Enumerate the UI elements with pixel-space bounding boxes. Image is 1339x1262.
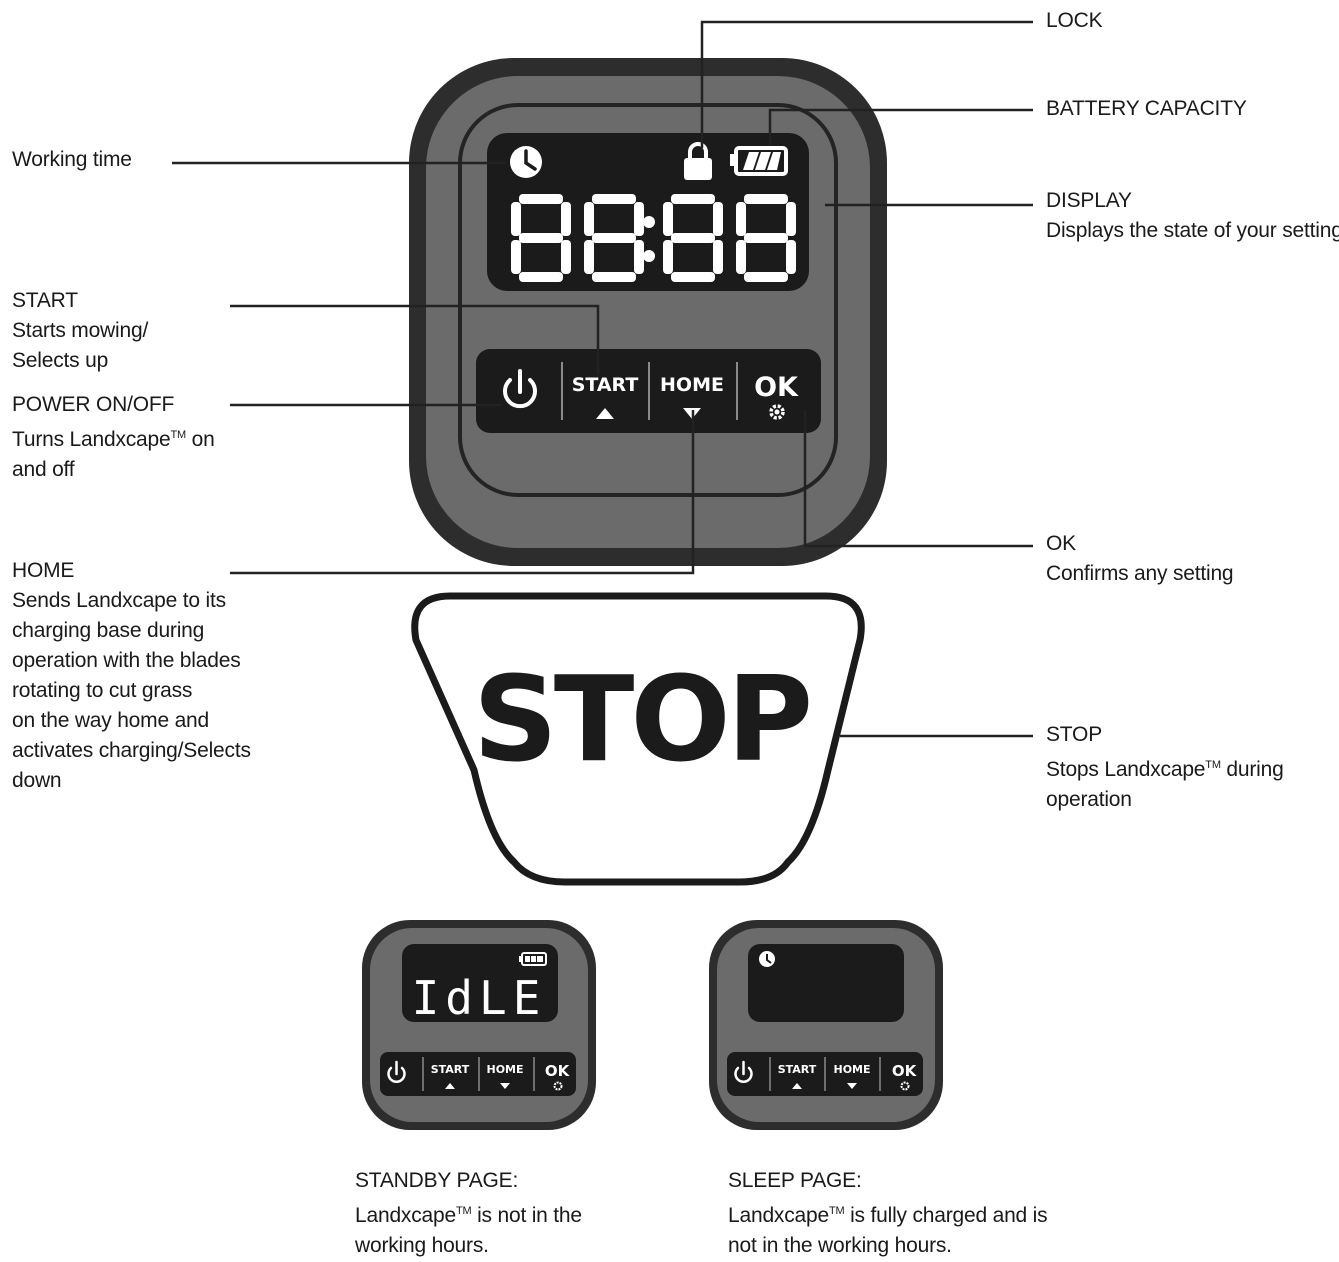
- sleep-home-button[interactable]: HOME: [833, 1063, 871, 1089]
- display-callout: DISPLAY Displays the state of your setti…: [1046, 186, 1339, 246]
- power-desc-line: Turns LandxcapeTM on: [12, 428, 215, 451]
- keypad: [476, 349, 821, 433]
- power-icon: [387, 1060, 406, 1083]
- power-desc-line: and off: [12, 458, 75, 481]
- gear-icon: [553, 1081, 563, 1091]
- standby-panel: IdLE: [362, 920, 596, 1130]
- sleep-ok-button[interactable]: OK: [892, 1062, 918, 1091]
- power-callout: POWER ON/OFF Turns LandxcapeTM on and of…: [12, 390, 215, 485]
- display-desc: Displays the state of your setting: [1046, 219, 1339, 242]
- sleep-ok-key-label: OK: [892, 1062, 918, 1080]
- power-title: POWER ON/OFF: [12, 393, 175, 416]
- battery-icon: [519, 952, 547, 966]
- home-callout: HOME Sends Landxcape to its charging bas…: [12, 556, 251, 796]
- battery-callout: BATTERY CAPACITY: [1046, 94, 1247, 124]
- standby-ok-button[interactable]: OK: [545, 1062, 571, 1091]
- ok-callout: OK Confirms any setting: [1046, 529, 1234, 589]
- stop-callout: STOP Stops LandxcapeTM during operation: [1046, 720, 1284, 815]
- lock-callout: LOCK: [1046, 6, 1103, 36]
- battery-title: BATTERY CAPACITY: [1046, 97, 1247, 120]
- home-title: HOME: [12, 559, 75, 582]
- ok-key-label: OK: [754, 372, 799, 403]
- start-key-label: START: [572, 374, 639, 396]
- leader-battery: [768, 108, 1033, 145]
- sleep-power-button[interactable]: [734, 1060, 753, 1083]
- leader-lock: [700, 20, 1033, 148]
- ok-desc: Confirms any setting: [1046, 562, 1234, 585]
- standby-home-button[interactable]: HOME: [486, 1063, 524, 1089]
- sleep-caption: SLEEP PAGE: LandxcapeTM is fully charged…: [728, 1166, 1048, 1261]
- leader-lines: [172, 20, 1033, 738]
- sleep-home-key-label: HOME: [833, 1063, 870, 1076]
- home-desc-line: operation with the blades: [12, 649, 241, 672]
- leader-home: [230, 410, 695, 575]
- sleep-title: SLEEP PAGE:: [728, 1169, 862, 1192]
- standby-desc-line: LandxcapeTM is not in the: [355, 1204, 582, 1227]
- home-desc-line: rotating to cut grass: [12, 679, 193, 702]
- up-arrow-icon: [596, 408, 614, 419]
- down-arrow-icon: [500, 1083, 510, 1089]
- gear-icon: [769, 404, 785, 420]
- display-digits: [511, 194, 796, 282]
- clock-icon: [510, 146, 542, 178]
- ok-button[interactable]: OK: [739, 351, 819, 431]
- power-button[interactable]: [478, 351, 560, 431]
- sleep-desc-line: not in the working hours.: [728, 1234, 952, 1257]
- standby-power-button[interactable]: [387, 1060, 406, 1083]
- power-icon: [503, 369, 537, 409]
- standby-ok-key-label: OK: [545, 1062, 571, 1080]
- down-arrow-icon: [847, 1083, 857, 1089]
- standby-desc-line: working hours.: [355, 1234, 489, 1257]
- sleep-start-key-label: START: [778, 1063, 817, 1076]
- working-time-title: Working time: [12, 148, 132, 171]
- start-callout: START Starts mowing/ Selects up: [12, 286, 148, 376]
- leader-start: [230, 304, 600, 375]
- home-desc-line: activates charging/Selects: [12, 739, 251, 762]
- ok-title: OK: [1046, 532, 1076, 555]
- stop-desc-line: operation: [1046, 788, 1132, 811]
- standby-caption: STANDBY PAGE: LandxcapeTM is not in the …: [355, 1166, 582, 1261]
- power-icon: [734, 1060, 753, 1083]
- sleep-panel: [709, 920, 943, 1130]
- leader-ok: [803, 410, 1033, 548]
- home-desc-line: charging base during: [12, 619, 205, 642]
- start-title: START: [12, 289, 78, 312]
- up-arrow-icon: [792, 1083, 802, 1089]
- clock-icon: [759, 951, 775, 967]
- home-desc-line: down: [12, 769, 62, 792]
- home-desc-line: on the way home and: [12, 709, 210, 732]
- up-arrow-icon: [445, 1083, 455, 1089]
- standby-title: STANDBY PAGE:: [355, 1169, 519, 1192]
- stop-button[interactable]: STOP: [411, 592, 865, 886]
- standby-display-text: IdLE: [412, 971, 547, 1025]
- sleep-start-button[interactable]: START: [778, 1063, 817, 1089]
- start-button[interactable]: START: [564, 351, 647, 431]
- start-desc-line: Starts mowing/: [12, 319, 149, 342]
- home-desc-line: Sends Landxcape to its: [12, 589, 226, 612]
- lock-title: LOCK: [1046, 9, 1103, 32]
- display-title: DISPLAY: [1046, 189, 1132, 212]
- stop-desc-line: Stops LandxcapeTM during: [1046, 758, 1284, 781]
- standby-home-key-label: HOME: [486, 1063, 523, 1076]
- working-time-callout: Working time: [12, 145, 132, 175]
- stop-label: STOP: [473, 650, 809, 788]
- sleep-desc-line: LandxcapeTM is fully charged and is: [728, 1204, 1048, 1227]
- battery-icon: [730, 146, 788, 176]
- stop-title: STOP: [1046, 723, 1102, 746]
- start-desc-line: Selects up: [12, 349, 109, 372]
- home-key-label: HOME: [660, 374, 724, 396]
- lock-icon: [684, 142, 712, 180]
- standby-start-key-label: START: [431, 1063, 470, 1076]
- standby-start-button[interactable]: START: [431, 1063, 470, 1089]
- gear-icon: [900, 1081, 910, 1091]
